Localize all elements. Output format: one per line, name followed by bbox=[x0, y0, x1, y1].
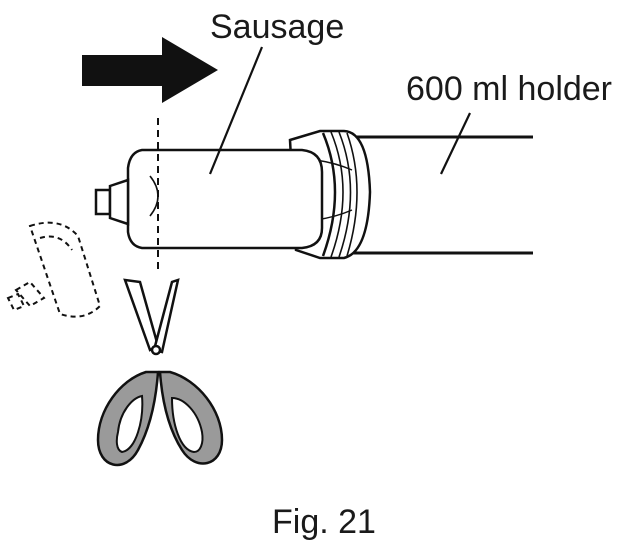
scissors-icon bbox=[96, 278, 224, 467]
removed-clip-outline bbox=[6, 221, 102, 318]
direction-arrow bbox=[82, 37, 218, 103]
holder-leader-line bbox=[440, 112, 471, 175]
figure-caption: Fig. 21 bbox=[272, 503, 376, 541]
sausage-label: Sausage bbox=[210, 8, 344, 46]
sausage-cartridge bbox=[94, 148, 324, 250]
holder-label: 600 ml holder bbox=[406, 70, 612, 108]
sausage-leader-line bbox=[208, 46, 264, 175]
